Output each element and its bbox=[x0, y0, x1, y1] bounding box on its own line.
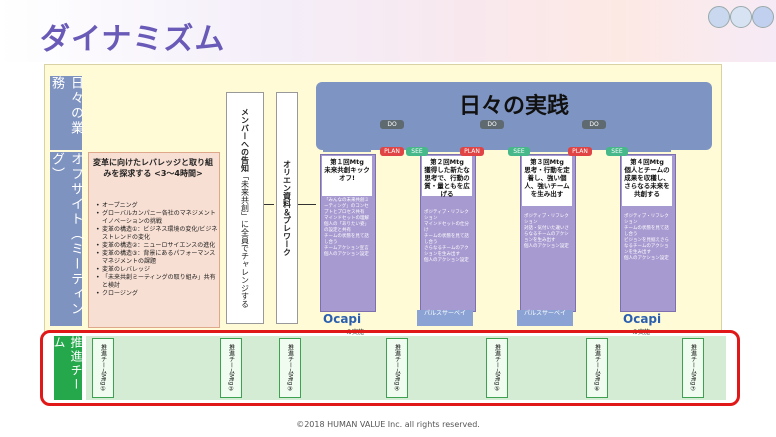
list-item: 変革の構造③：背景にあるパフォーマンスマネジメントの課題 bbox=[96, 250, 220, 266]
see-badge: SEE bbox=[606, 147, 628, 156]
meeting-title: 第２回Mtg bbox=[430, 158, 464, 166]
logo-icon bbox=[708, 6, 730, 28]
offsite-heading: 変革に向けたレバレッジと取り組みを探求する <3〜4時間> bbox=[93, 158, 213, 178]
arrow bbox=[264, 204, 274, 205]
note: マインドセットの仕分け bbox=[424, 222, 469, 233]
meeting-notes: 「みんなの未来共創ミーティング」のコンセプトとプロセス共有 マインドセットの理解… bbox=[324, 198, 372, 258]
do-badge: DO bbox=[380, 120, 404, 129]
meeting-notes: ポジティブ・リフレクション マインドセットの仕分け チームの状態を見て話し合う … bbox=[424, 210, 472, 264]
note: チームの状態を見て話し合う bbox=[624, 226, 669, 237]
offsite-agenda-list: オープニング グローバルカンパニー各社のマネジメントイノベーションの挑戦 変革の… bbox=[96, 202, 220, 298]
meeting-header: 第３回Mtg 思考・行動を定着し、強い個人、強いチームを生み出す bbox=[522, 156, 572, 206]
note: 個人のアクション設定 bbox=[624, 256, 669, 261]
meeting-body: 思考・行動を定着し、強い個人、強いチームを生み出す bbox=[524, 166, 570, 198]
note: 個人のアクション設定 bbox=[524, 244, 569, 249]
copyright-footer: ©2018 HUMAN VALUE Inc. all rights reserv… bbox=[296, 420, 480, 429]
meeting-header: 第４回Mtg 個人とチームの成果を収穫し、さらなる未来を共創する bbox=[622, 156, 672, 206]
member-notice-box: メンバーへの告知 「未来共創」に全員でチャレンジする bbox=[226, 92, 264, 324]
team-mtg-tile: 推進チームMtg② bbox=[220, 338, 242, 398]
note: 個人のアクション設定 bbox=[424, 258, 469, 263]
plan-badge: PLAN bbox=[460, 147, 484, 156]
team-mtg-tile: 推進チームMtg⑥ bbox=[586, 338, 608, 398]
logo-icon bbox=[730, 6, 752, 28]
meeting-title: 第１回Mtg bbox=[330, 158, 364, 166]
meeting-body: 未来共創キックオフ! bbox=[324, 166, 370, 182]
note: 対話・気付いた違いさらなるチームのアクションを生み出す bbox=[524, 226, 569, 243]
plan-badge: PLAN bbox=[568, 147, 592, 156]
arrow bbox=[298, 204, 316, 205]
list-item: 変革の構造②：ニューロサイエンスの進化 bbox=[96, 242, 220, 250]
title-band bbox=[0, 0, 776, 62]
list-item: 変革の構造①：ビジネス環境の変化/ビジネストレンドの変化 bbox=[96, 226, 220, 242]
note: ビジョンを見据えさらなるチームのアクションを生み出す bbox=[624, 238, 669, 255]
see-badge: SEE bbox=[508, 147, 530, 156]
meeting-header: 第２回Mtg 獲得した新たな思考で、行動の質・量ともを広げる bbox=[422, 156, 472, 198]
pulse-survey-box: パルスサーベイ bbox=[417, 310, 473, 326]
note: チームの状態を見て話し合う bbox=[424, 234, 469, 245]
orientation-box: オリエン資料＆プレワーク bbox=[276, 92, 298, 324]
team-mtg-tile: 推進チームMtg⑤ bbox=[486, 338, 508, 398]
meeting-header: 第１回Mtg 未来共創キックオフ! bbox=[322, 156, 372, 196]
note: ポジティブ・リフレクション bbox=[524, 214, 569, 225]
logo-icon bbox=[752, 6, 774, 28]
row-label-daily: 日々の業務 bbox=[49, 76, 83, 150]
note: チームの状態を見て話し合う bbox=[324, 234, 369, 245]
meeting-notes: ポジティブ・リフレクション 対話・気付いた違いさらなるチームのアクションを生み出… bbox=[524, 214, 572, 250]
do-badge: DO bbox=[582, 120, 606, 129]
pulse-survey-box: パルスサーベイ bbox=[517, 310, 573, 326]
ocapi-logo: Ocapi bbox=[323, 312, 362, 326]
note: ポジティブ・リフレクション bbox=[424, 210, 469, 221]
do-badge: DO bbox=[480, 120, 504, 129]
note: ポジティブ・リフレクション bbox=[624, 214, 669, 225]
meeting-body: 獲得した新たな思考で、行動の質・量ともを広げる bbox=[424, 166, 470, 198]
meeting-title: 第３回Mtg bbox=[530, 158, 564, 166]
page-title: ダイナミズム bbox=[40, 22, 226, 57]
team-label: 推進チーム bbox=[52, 336, 83, 400]
list-item: 変革のレバレッジ bbox=[96, 266, 220, 274]
plan-badge: PLAN bbox=[380, 147, 404, 156]
connector bbox=[323, 122, 371, 152]
connector bbox=[523, 122, 571, 152]
meeting-notes: ポジティブ・リフレクション チームの状態を見て話し合う ビジョンを見据えさらなる… bbox=[624, 214, 672, 262]
list-item: 「未来共創ミーティングの取り組み」共有と検討 bbox=[96, 274, 220, 290]
note: 「みんなの未来共創ミーティング」のコンセプトとプロセス共有 bbox=[324, 198, 369, 215]
row-label-offsite: オフサイト（ミーティング） bbox=[49, 152, 83, 326]
list-item: クロージング bbox=[96, 290, 220, 298]
ocapi-logo: Ocapi bbox=[623, 312, 662, 326]
connector bbox=[623, 122, 671, 152]
meeting-title: 第４回Mtg bbox=[630, 158, 664, 166]
list-item: グローバルカンパニー各社のマネジメントイノベーションの挑戦 bbox=[96, 210, 220, 226]
team-mtg-tile: 推進チームMtg④ bbox=[386, 338, 408, 398]
meeting-body: 個人とチームの成果を収穫し、さらなる未来を共創する bbox=[624, 166, 670, 198]
list-item: オープニング bbox=[96, 202, 220, 210]
note: マインドセットの理解 bbox=[324, 216, 369, 221]
see-badge: SEE bbox=[406, 147, 428, 156]
note: 個人のアクション設定 bbox=[324, 252, 369, 257]
team-mtg-tile: 推進チームMtg③ bbox=[279, 338, 301, 398]
member-notice-title: メンバーへの告知 bbox=[240, 108, 250, 172]
member-notice-body: 「未来共創」に全員でチャレンジする bbox=[240, 172, 250, 308]
team-highlight-frame bbox=[40, 330, 740, 406]
note: チームアクション宣言 bbox=[324, 246, 369, 251]
note: さらなるチームのアクションを生み出す bbox=[424, 246, 469, 257]
daily-practice-title: 日々の実践 bbox=[458, 94, 569, 119]
team-mtg-tile: 推進チームMtg① bbox=[92, 338, 114, 398]
note: 個人の「ありたい姿」の設定と共有 bbox=[324, 222, 369, 233]
team-mtg-tile: 推進チームMtg⑦ bbox=[682, 338, 704, 398]
